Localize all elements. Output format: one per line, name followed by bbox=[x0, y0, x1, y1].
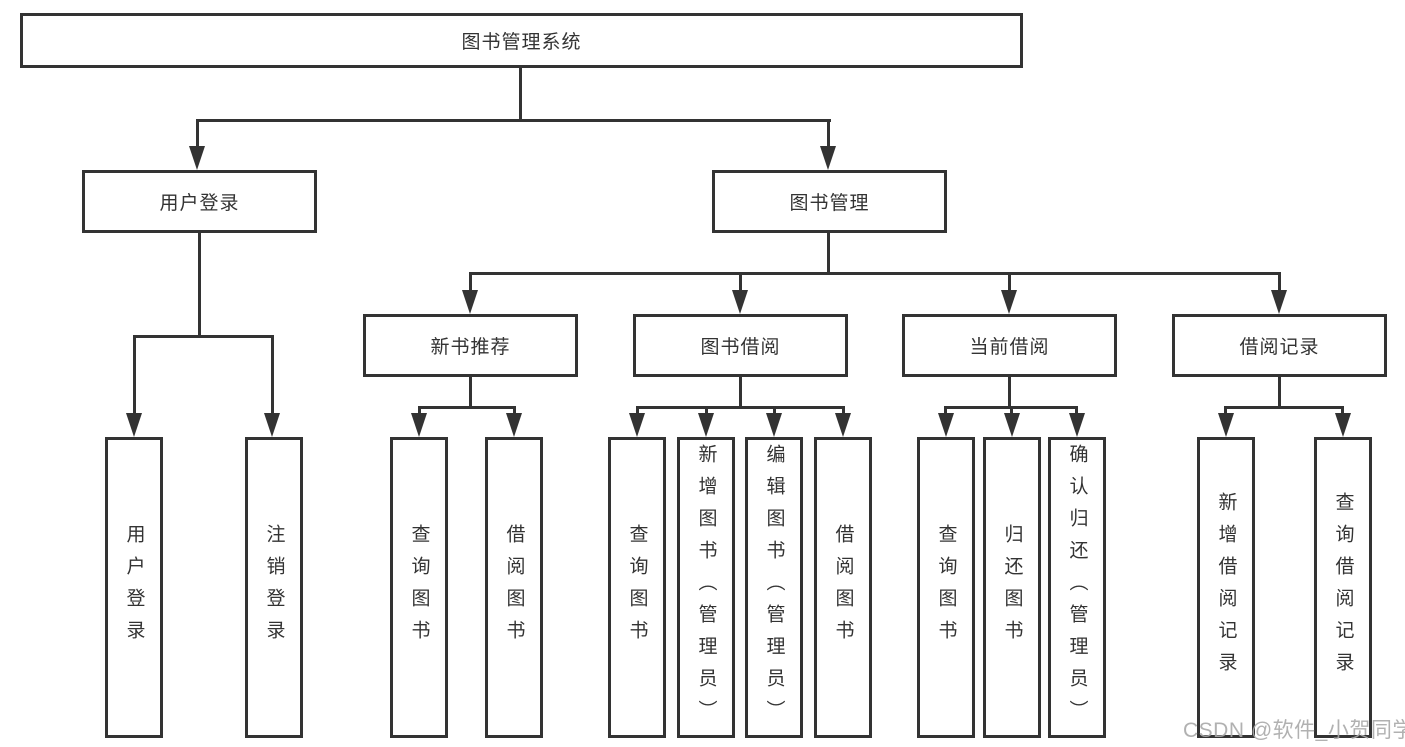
connector-root-bar bbox=[196, 119, 831, 122]
arrow-down-icon bbox=[698, 413, 714, 437]
arrow-down-icon bbox=[126, 413, 142, 437]
node-add-borrow-record: 新增借阅记录 bbox=[1197, 437, 1255, 738]
node-label: 归还图书 bbox=[1001, 523, 1023, 652]
connector-s3-bar bbox=[1224, 406, 1344, 409]
node-label: 编辑图书（管理员） bbox=[763, 443, 785, 732]
arrow-down-icon bbox=[629, 413, 645, 437]
node-book-management: 图书管理 bbox=[712, 170, 947, 233]
connector-drop-book-mgmt bbox=[827, 119, 830, 149]
arrow-down-icon bbox=[1069, 413, 1085, 437]
arrow-down-icon bbox=[766, 413, 782, 437]
node-label: 确认归还（管理员） bbox=[1066, 443, 1088, 732]
connector-s2-drop2 bbox=[1010, 406, 1013, 416]
connector-drop-login bbox=[133, 335, 136, 417]
arrow-down-icon bbox=[1335, 413, 1351, 437]
node-library-management-system: 图书管理系统 bbox=[20, 13, 1023, 68]
node-label: 图书借阅 bbox=[700, 337, 781, 358]
node-label: 新书推荐 bbox=[430, 337, 511, 358]
node-label: 借阅图书 bbox=[832, 523, 854, 652]
connector-s2-stem bbox=[1008, 377, 1011, 407]
connector-drop-user-login bbox=[196, 119, 199, 149]
node-user-login: 用户登录 bbox=[82, 170, 317, 233]
node-query-books-1: 查询图书 bbox=[390, 437, 448, 738]
connector-s0-stem bbox=[469, 377, 472, 407]
node-label: 查询图书 bbox=[626, 523, 648, 652]
arrow-down-icon bbox=[820, 146, 836, 170]
arrow-down-icon bbox=[1004, 413, 1020, 437]
connector-s0-drop1 bbox=[418, 406, 421, 416]
node-label: 图书管理 bbox=[789, 193, 870, 214]
arrow-down-icon bbox=[506, 413, 522, 437]
node-current-borrowing: 当前借阅 bbox=[902, 314, 1117, 377]
connector-s3-drop2 bbox=[1341, 406, 1344, 416]
arrow-down-icon bbox=[462, 290, 478, 314]
node-edit-books-admin: 编辑图书（管理员） bbox=[745, 437, 803, 738]
connector-s0-drop2 bbox=[513, 406, 516, 416]
node-confirm-return-admin: 确认归还（管理员） bbox=[1048, 437, 1106, 738]
node-label: 用户登录 bbox=[159, 193, 240, 214]
node-logout-leaf: 注销登录 bbox=[245, 437, 303, 738]
node-query-borrow-record: 查询借阅记录 bbox=[1314, 437, 1372, 738]
connector-drop-current bbox=[1008, 272, 1011, 292]
connector-mgmt-bar bbox=[469, 272, 1281, 275]
node-label: 查询借阅记录 bbox=[1332, 491, 1354, 684]
connector-mgmt-stem bbox=[827, 233, 830, 273]
node-label: 查询图书 bbox=[408, 523, 430, 652]
node-label: 借阅图书 bbox=[503, 523, 525, 652]
arrow-down-icon bbox=[732, 290, 748, 314]
node-label: 借阅记录 bbox=[1239, 337, 1320, 358]
connector-root-stem bbox=[519, 68, 522, 120]
connector-drop-logout bbox=[271, 335, 274, 417]
connector-s1-drop3 bbox=[773, 406, 776, 416]
node-add-books-admin: 新增图书（管理员） bbox=[677, 437, 735, 738]
connector-s1-stem bbox=[739, 377, 742, 407]
arrow-down-icon bbox=[1218, 413, 1234, 437]
node-user-login-leaf: 用户登录 bbox=[105, 437, 163, 738]
node-label: 新增图书（管理员） bbox=[695, 443, 717, 732]
node-borrow-books-1: 借阅图书 bbox=[485, 437, 543, 738]
arrow-down-icon bbox=[1271, 290, 1287, 314]
node-query-books-3: 查询图书 bbox=[917, 437, 975, 738]
connector-s2-drop1 bbox=[944, 406, 947, 416]
connector-s2-drop3 bbox=[1075, 406, 1078, 416]
connector-drop-new-books bbox=[469, 272, 472, 292]
arrow-down-icon bbox=[264, 413, 280, 437]
node-label: 查询图书 bbox=[935, 523, 957, 652]
connector-s1-drop2 bbox=[705, 406, 708, 416]
connector-s1-drop4 bbox=[842, 406, 845, 416]
node-new-book-recommend: 新书推荐 bbox=[363, 314, 578, 377]
node-label: 注销登录 bbox=[263, 523, 285, 652]
connector-drop-borrowing bbox=[739, 272, 742, 292]
node-query-books-2: 查询图书 bbox=[608, 437, 666, 738]
node-label: 用户登录 bbox=[123, 523, 145, 652]
node-label: 新增借阅记录 bbox=[1215, 491, 1237, 684]
connector-s3-drop1 bbox=[1224, 406, 1227, 416]
connector-s0-bar bbox=[418, 406, 516, 409]
arrow-down-icon bbox=[1001, 290, 1017, 314]
arrow-down-icon bbox=[411, 413, 427, 437]
arrow-down-icon bbox=[938, 413, 954, 437]
connector-s1-bar bbox=[636, 406, 844, 409]
node-book-borrowing: 图书借阅 bbox=[633, 314, 848, 377]
csdn-watermark: CSDN @软件_小贺同学 bbox=[1183, 719, 1405, 742]
node-label: 图书管理系统 bbox=[461, 32, 582, 53]
node-borrow-books-2: 借阅图书 bbox=[814, 437, 872, 738]
connector-s1-drop1 bbox=[636, 406, 639, 416]
node-label: 当前借阅 bbox=[969, 337, 1050, 358]
arrow-down-icon bbox=[189, 146, 205, 170]
node-return-books: 归还图书 bbox=[983, 437, 1041, 738]
connector-s3-stem bbox=[1278, 377, 1281, 407]
connector-login-bar bbox=[133, 335, 274, 338]
node-borrowing-records: 借阅记录 bbox=[1172, 314, 1387, 377]
arrow-down-icon bbox=[835, 413, 851, 437]
connector-drop-records bbox=[1278, 272, 1281, 292]
connector-login-stem bbox=[198, 233, 201, 336]
